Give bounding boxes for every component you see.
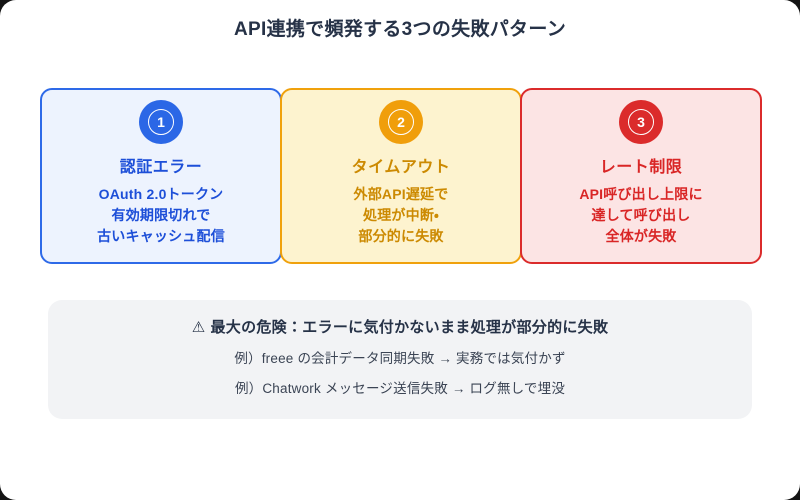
warning-icon: ⚠: [191, 319, 206, 336]
card-line: 達して呼び出し: [591, 207, 691, 223]
card-rate-limit-title: レート制限: [599, 159, 683, 176]
warning-panel: ⚠最大の危険：エラーに気付かないまま処理が部分的に失敗 例）freee の会計デ…: [48, 300, 752, 419]
card-auth-error-title: 認証エラー: [119, 159, 203, 176]
card-timeout-title: タイムアウト: [351, 159, 451, 176]
card-line: OAuth 2.0トークン: [98, 186, 224, 202]
card-auth-error-body: OAuth 2.0トークン 有効期限切れで 古いキャッシュ配信: [42, 184, 280, 247]
step-1-number: 1: [148, 109, 174, 135]
page-title: API連携で頻発する3つの失敗パターン: [234, 19, 566, 40]
card-timeout-body: 外部API遅延で 処理が中断・ 部分的に失敗: [282, 184, 520, 247]
card-line: 有効期限切れで: [111, 207, 211, 223]
card-rate-limit-body: API呼び出し上限に 達して呼び出し 全体が失敗: [522, 184, 760, 247]
example-line-chatwork: 例）Chatwork メッセージ送信失敗 → ログ無しで埋没: [234, 381, 566, 396]
card-line: 外部API遅延で: [353, 186, 449, 202]
card-line: 部分的に失敗: [358, 228, 444, 244]
card-line: 全体が失敗: [605, 228, 677, 244]
step-1-badge: 1: [139, 100, 183, 144]
card-auth-error: 1 認証エラー OAuth 2.0トークン 有効期限切れで 古いキャッシュ配信: [40, 88, 282, 264]
warning-heading-text: 最大の危険：エラーに気付かないまま処理が部分的に失敗: [210, 319, 609, 336]
example-line-freee: 例）freee の会計データ同期失敗 → 実務では気付かず: [234, 351, 566, 366]
step-3-badge: 3: [619, 100, 663, 144]
card-rate-limit: 3 レート制限 API呼び出し上限に 達して呼び出し 全体が失敗: [520, 88, 762, 264]
card-line: 古いキャッシュ配信: [97, 228, 225, 244]
step-3-number: 3: [628, 109, 654, 135]
card-line: 処理が中断・: [363, 207, 439, 223]
step-2-number: 2: [388, 109, 414, 135]
warning-heading: ⚠最大の危険：エラーに気付かないまま処理が部分的に失敗: [48, 316, 752, 337]
card-line: API呼び出し上限に: [579, 186, 703, 202]
card-timeout: 2 タイムアウト 外部API遅延で 処理が中断・ 部分的に失敗: [280, 88, 522, 264]
failure-pattern-cards: 1 認証エラー OAuth 2.0トークン 有効期限切れで 古いキャッシュ配信 …: [40, 88, 762, 264]
step-2-badge: 2: [379, 100, 423, 144]
